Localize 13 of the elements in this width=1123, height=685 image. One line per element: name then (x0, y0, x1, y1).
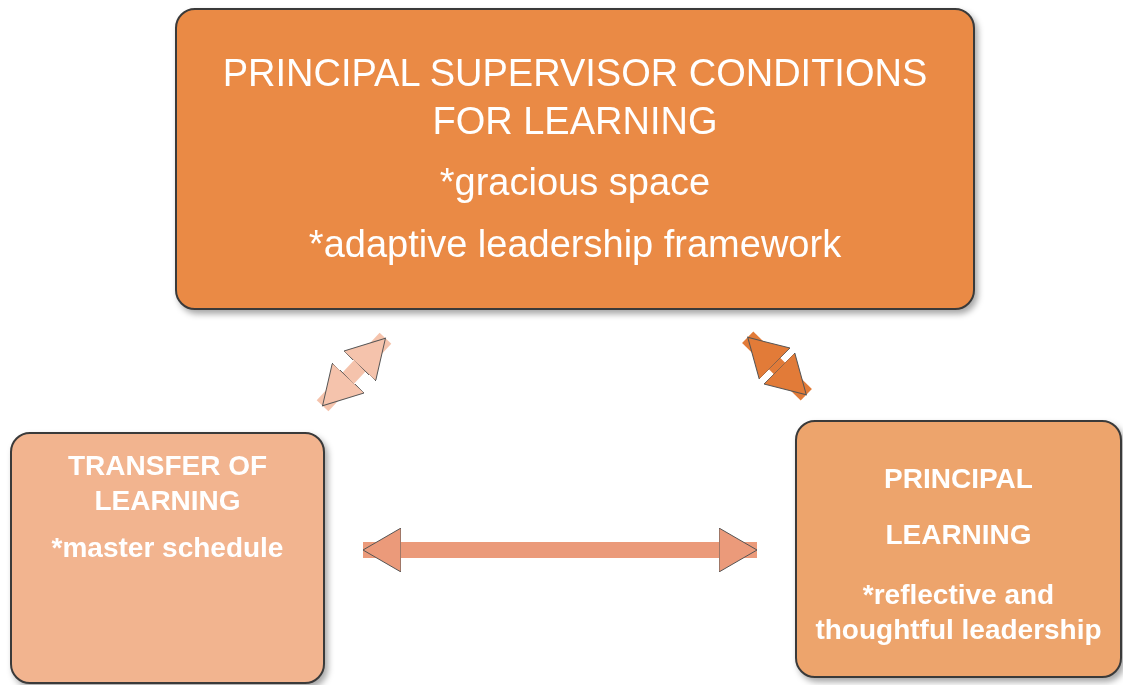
double-arrow (316, 332, 392, 412)
box-heading: PRINCIPAL SUPERVISOR CONDITIONS FOR LEARNING (221, 51, 929, 144)
box-text: *reflective and thoughtful leadership (814, 578, 1103, 647)
box-text: *master schedule (51, 531, 284, 565)
rounded-box (175, 8, 975, 310)
box-heading: TRANSFER OF LEARNING (66, 449, 269, 518)
double-arrow (742, 331, 812, 401)
box-text: *gracious space (439, 160, 711, 205)
rounded-box (10, 432, 325, 684)
rounded-box (795, 420, 1122, 678)
double-arrow (362, 527, 758, 573)
box-heading: PRINCIPAL LEARNING (883, 462, 1034, 552)
box-text: *adaptive leadership framework (308, 221, 842, 267)
